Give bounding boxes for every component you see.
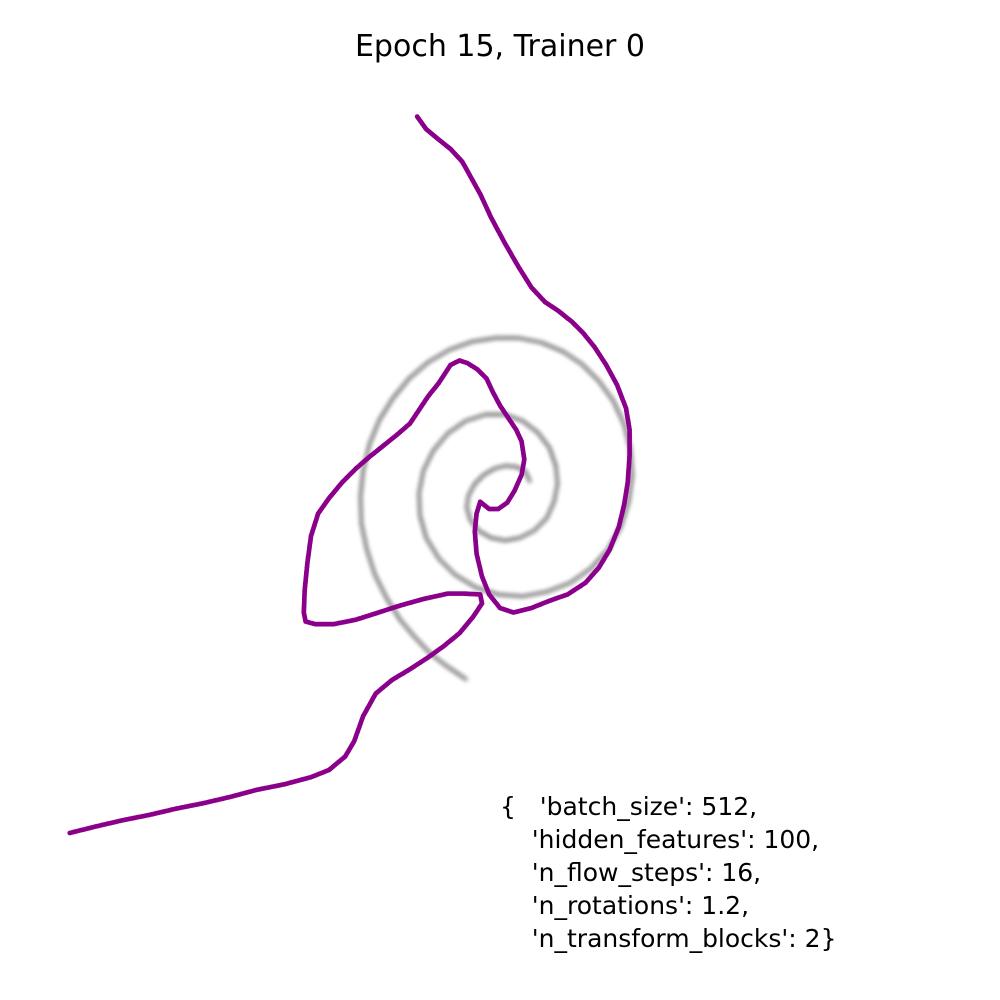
config-line-1: 'hidden_features': 100, [500,825,819,854]
config-line-3: 'n_rotations': 1.2, [500,891,749,920]
model-point-1225 [67,830,73,836]
config-annotation: { 'batch_size': 512, 'hidden_features': … [500,792,836,953]
model-samples-layer [67,114,632,836]
config-line-2: 'n_flow_steps': 16, [500,858,761,887]
config-line-4: 'n_transform_blocks': 2} [500,924,836,953]
chart-title: Epoch 15, Trainer 0 [355,29,645,64]
config-line-0: { 'batch_size': 512, [500,792,757,821]
target-point-669 [462,675,469,683]
